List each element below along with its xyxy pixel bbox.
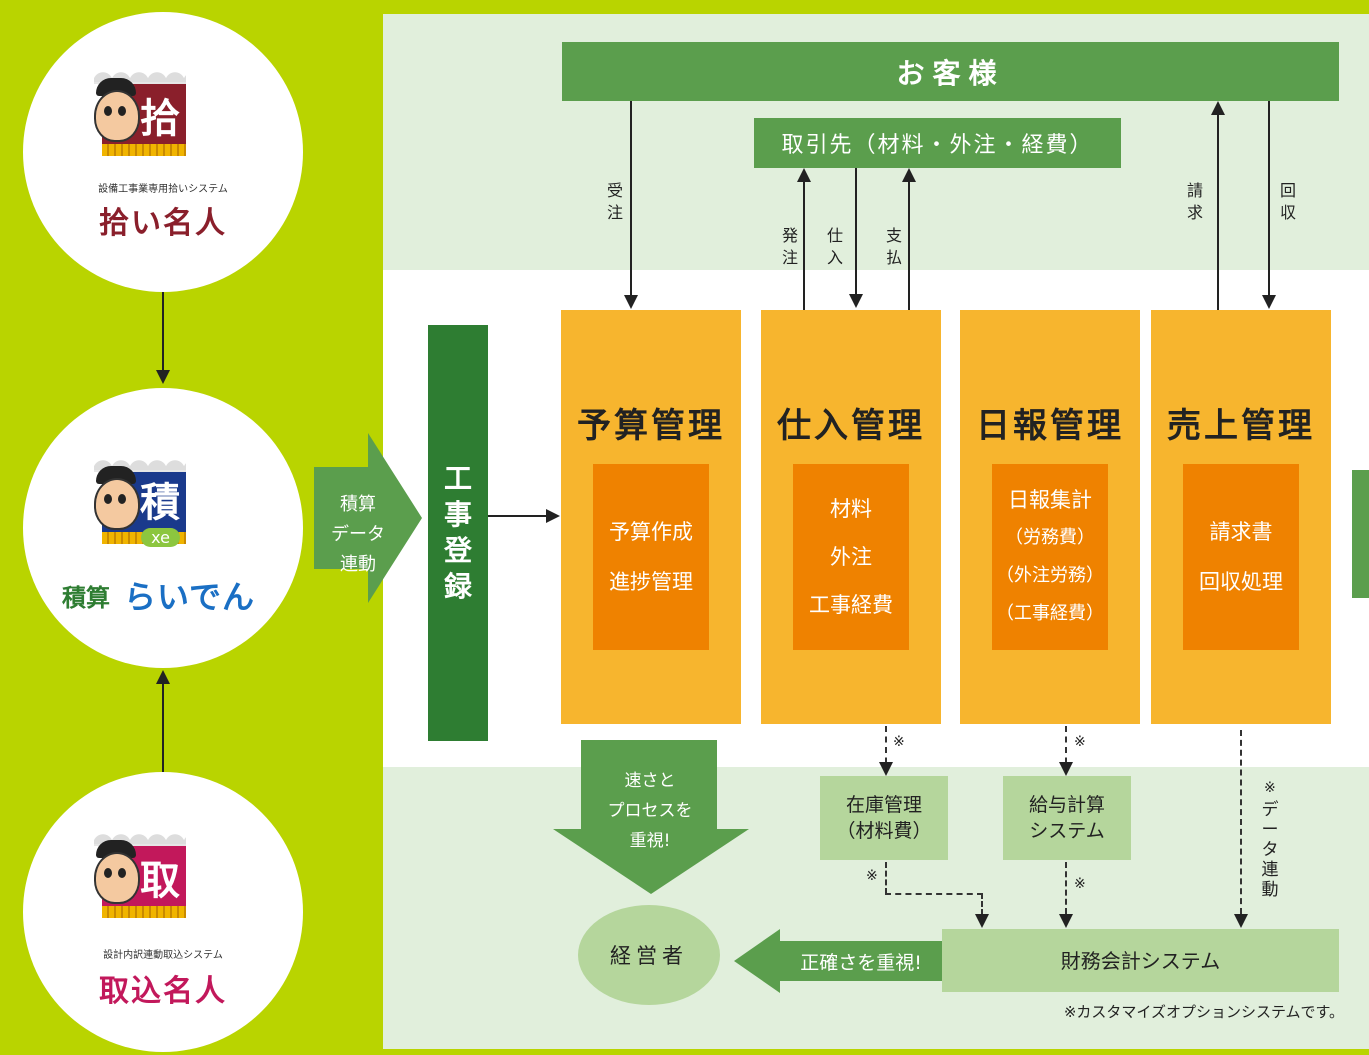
arrow-head-down bbox=[975, 914, 989, 928]
arrow-head-down bbox=[1262, 295, 1276, 309]
arrow-head-up bbox=[797, 168, 811, 182]
arrow-head-down bbox=[156, 370, 170, 384]
dash-zaiko-right bbox=[885, 893, 983, 895]
dash-uriage-to-zaimu bbox=[1240, 730, 1242, 914]
arrow-koji-to-yosan bbox=[488, 515, 548, 517]
arrow-head-down bbox=[1234, 914, 1248, 928]
zaimu-kaikei-box: 財務会計システム bbox=[942, 929, 1339, 992]
asterisk-1: ※ bbox=[893, 734, 905, 750]
arrow-shiire bbox=[855, 168, 857, 296]
dash-shiire-to-zaiko bbox=[885, 726, 887, 774]
arrow-head-up bbox=[156, 670, 170, 684]
raiden-name-prefix: 積算 bbox=[62, 584, 110, 612]
arrow-shiharai bbox=[908, 180, 910, 310]
speed-arrow bbox=[553, 740, 749, 894]
label-kaishu: 回収 bbox=[1279, 181, 1296, 222]
dash-kyuyo-to-zaimu bbox=[1065, 862, 1067, 914]
arrow-kaishu bbox=[1268, 101, 1270, 297]
data-link-arrow bbox=[314, 433, 422, 603]
arrow-hiroi-to-raiden bbox=[162, 292, 164, 372]
hiroi-badge-icon: 拾 bbox=[94, 60, 186, 160]
supplier-bar: 取引先（材料・外注・経費） bbox=[754, 118, 1121, 168]
arrow-juchu bbox=[630, 101, 632, 297]
torikomi-name: 取込名人 bbox=[99, 974, 227, 1009]
module-uriage: 売上管理 請求書 回収処理 bbox=[1151, 310, 1331, 724]
accuracy-arrow-label: 正確さを重視! bbox=[800, 952, 922, 974]
torikomi-subtitle: 設計内訳連動取込システム bbox=[103, 950, 223, 961]
arrow-head-down bbox=[1059, 762, 1073, 776]
zaiko-box: 在庫管理 （材料費） bbox=[820, 776, 948, 860]
dash-nippo-to-kyuyo bbox=[1065, 726, 1067, 774]
arrow-hacchu bbox=[803, 180, 805, 310]
arrow-seikyu bbox=[1217, 113, 1219, 310]
module-shiire: 仕入管理 材料 外注 工事経費 bbox=[761, 310, 941, 724]
arrow-head-right bbox=[546, 509, 560, 523]
label-juchu: 受注 bbox=[606, 181, 623, 222]
speed-arrow-label: 速さと プロセスを 重視! bbox=[607, 771, 693, 851]
module-yosan-items: 予算作成 進捗管理 bbox=[593, 464, 709, 650]
right-edge-box bbox=[1352, 470, 1369, 598]
label-shiharai: 支払 bbox=[885, 226, 902, 267]
label-seikyu: 請求 bbox=[1186, 181, 1203, 222]
koji-toroku-bar: 工事登録 bbox=[428, 325, 488, 741]
raiden-name: らいでん bbox=[124, 578, 256, 616]
dash-zaiko-to-zaimu bbox=[981, 893, 983, 915]
arrow-head-down bbox=[624, 295, 638, 309]
torikomi-badge-icon: 取 bbox=[94, 822, 186, 922]
module-nippo-items: 日報集計 （労務費） （外注労務） （工事経費） bbox=[992, 464, 1108, 650]
hiroi-name: 拾い名人 bbox=[99, 206, 227, 241]
label-hacchu: 発注 bbox=[781, 226, 798, 267]
arrow-head-down bbox=[879, 762, 893, 776]
arrow-head-down bbox=[1059, 914, 1073, 928]
dash-zaiko-down bbox=[885, 862, 887, 894]
arrow-head-up bbox=[1211, 101, 1225, 115]
arrow-torikomi-to-raiden bbox=[162, 682, 164, 774]
arrow-head-up bbox=[902, 168, 916, 182]
footnote: ※カスタマイズオプションシステムです。 bbox=[1063, 1003, 1344, 1021]
arrow-head-down bbox=[849, 294, 863, 308]
module-uriage-items: 請求書 回収処理 bbox=[1183, 464, 1299, 650]
raiden-badge-icon: 積 xe bbox=[94, 448, 186, 548]
label-shiire: 仕入 bbox=[826, 226, 843, 267]
asterisk-5: ※ bbox=[1264, 780, 1276, 796]
module-nippo: 日報管理 日報集計 （労務費） （外注労務） （工事経費） bbox=[960, 310, 1140, 724]
asterisk-4: ※ bbox=[1074, 876, 1086, 892]
accuracy-arrow bbox=[734, 929, 946, 993]
label-data-renkei: データ連動 bbox=[1261, 800, 1279, 900]
module-yosan: 予算管理 予算作成 進捗管理 bbox=[561, 310, 741, 724]
data-link-label: 積算 データ 連動 bbox=[331, 494, 385, 575]
module-shiire-items: 材料 外注 工事経費 bbox=[793, 464, 909, 650]
asterisk-3: ※ bbox=[866, 868, 878, 884]
customer-bar: お客様 bbox=[562, 42, 1339, 101]
asterisk-2: ※ bbox=[1074, 734, 1086, 750]
keieisha-ellipse: 経営者 bbox=[578, 905, 720, 1005]
hiroi-subtitle: 設備工事業専用拾いシステム bbox=[98, 184, 228, 195]
kyuyo-box: 給与計算 システム bbox=[1003, 776, 1131, 860]
